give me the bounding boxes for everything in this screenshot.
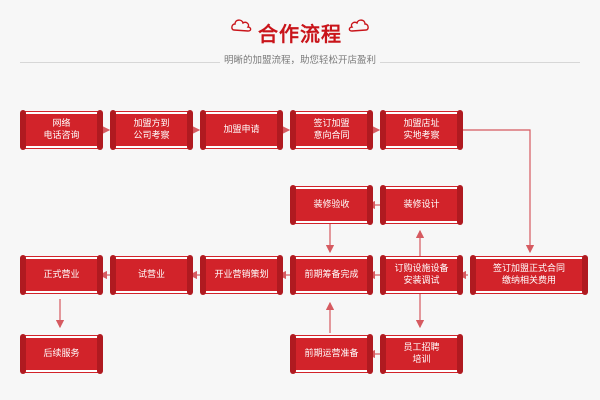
node-label: 订购设施设备 安装调试 <box>394 264 449 286</box>
node-equipment-install: 订购设施设备 安装调试 <box>380 255 463 295</box>
node-trial-operation: 试营业 <box>110 255 193 295</box>
node-label: 加盟方到 公司考察 <box>133 119 170 141</box>
node-franchise-application: 加盟申请 <box>200 110 283 150</box>
node-pre-operation-prep: 前期运营准备 <box>290 334 373 374</box>
node-label: 网络 电话咨询 <box>43 119 80 141</box>
node-staff-recruitment: 员工招聘 培训 <box>380 334 463 374</box>
node-after-service: 后续服务 <box>20 334 103 374</box>
right-divider <box>380 62 580 63</box>
node-official-opening: 正式营业 <box>20 255 103 295</box>
node-intent-contract: 签订加盟 意向合同 <box>290 110 373 150</box>
node-site-inspection: 加盟店址 实地考察 <box>380 110 463 150</box>
left-cloud-ornament-icon <box>231 19 252 32</box>
header: 合作流程 明晰的加盟流程，助您轻松开店盈利 <box>0 0 600 80</box>
node-label: 前期运营准备 <box>304 349 359 359</box>
node-label: 签订加盟 意向合同 <box>313 119 350 141</box>
node-label: 装修设计 <box>403 200 440 210</box>
node-opening-marketing: 开业营销策划 <box>200 255 283 295</box>
node-label: 加盟店址 实地考察 <box>403 119 440 141</box>
arrow-n5-n8 <box>461 129 535 254</box>
node-company-visit: 加盟方到 公司考察 <box>110 110 193 150</box>
node-label: 前期筹备完成 <box>304 270 359 280</box>
page-subtitle: 明晰的加盟流程，助您轻松开店盈利 <box>223 55 376 66</box>
left-divider <box>20 62 220 63</box>
node-label: 装修验收 <box>313 200 350 210</box>
node-label: 正式营业 <box>43 270 80 280</box>
node-decoration-acceptance: 装修验收 <box>290 185 373 225</box>
node-label: 试营业 <box>137 270 165 280</box>
page-title: 合作流程 <box>258 22 342 46</box>
node-label: 开业营销策划 <box>214 270 269 280</box>
node-online-phone-consult: 网络 电话咨询 <box>20 110 103 150</box>
node-decoration-design: 装修设计 <box>380 185 463 225</box>
node-formal-contract-fees: 签订加盟正式合同 缴纳相关费用 <box>470 255 588 295</box>
node-label: 加盟申请 <box>223 125 260 135</box>
node-label: 签订加盟正式合同 缴纳相关费用 <box>492 264 565 286</box>
node-label: 员工招聘 培训 <box>403 343 440 365</box>
node-preparation-complete: 前期筹备完成 <box>290 255 373 295</box>
node-label: 后续服务 <box>43 349 80 359</box>
right-cloud-ornament-icon <box>348 19 369 32</box>
